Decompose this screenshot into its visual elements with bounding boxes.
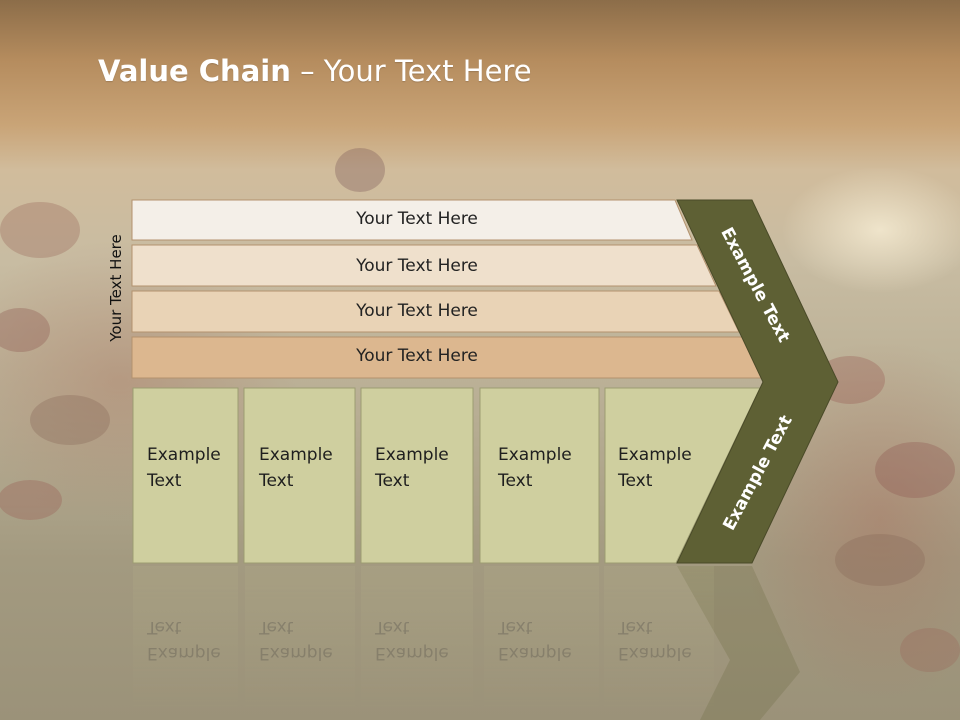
card-1-line1: Example: [147, 445, 221, 465]
bar-label-3: Your Text Here: [356, 301, 478, 321]
card-2: Example Text: [245, 388, 355, 563]
card-5-line1: Example: [618, 445, 692, 465]
bar-label-4: Your Text Here: [356, 346, 478, 366]
card-shape-4: [479, 387, 600, 564]
bar-label-2: Your Text Here: [356, 256, 478, 276]
bar-label-1: Your Text Here: [356, 209, 478, 229]
chevron-arrow: [676, 199, 839, 564]
card-2-line1: Example: [259, 445, 333, 465]
card-5: Example Text: [604, 388, 714, 563]
card-shape-3: [360, 387, 474, 564]
card-4-line1: Example: [498, 445, 572, 465]
card-shape-1: [132, 387, 239, 564]
title-bold: Value Chain: [98, 54, 291, 88]
card-1: Example Text: [133, 388, 238, 563]
bar-shape-2: [131, 244, 717, 287]
card-4: Example Text: [484, 388, 599, 563]
card-2-line2: Text: [259, 471, 294, 491]
card-shape-5: [604, 387, 761, 564]
card-5-line2: Text: [618, 471, 653, 491]
slide-title: Value Chain – Your Text Here: [98, 54, 532, 88]
card-shape-2: [243, 387, 356, 564]
card-3: Example Text: [361, 388, 473, 563]
bar-shape-1: [131, 199, 693, 241]
card-3-line1: Example: [375, 445, 449, 465]
chevron-reflection: [677, 566, 800, 720]
card-3-line2: Text: [375, 471, 410, 491]
title-rest: – Your Text Here: [290, 54, 532, 88]
card-4-line2: Text: [498, 471, 533, 491]
card-1-line2: Text: [147, 471, 182, 491]
